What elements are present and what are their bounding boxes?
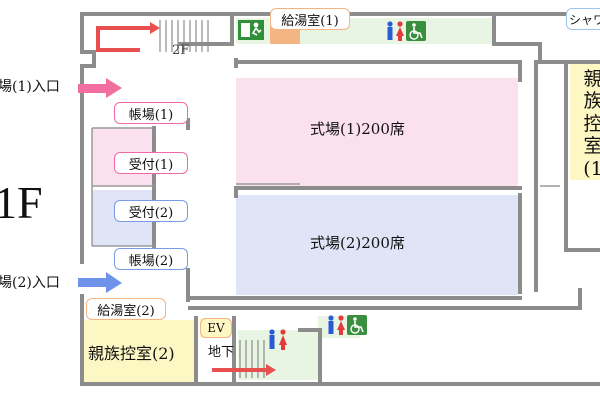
entrance1-arrow	[78, 78, 122, 98]
hall2-label: 式場(2)200席	[310, 234, 405, 252]
hall1-area	[236, 78, 518, 188]
entrance1-label: 場(1)入口	[0, 79, 60, 95]
restroom-icon	[387, 21, 404, 41]
family-room1-label: 親 族 控 室 (1	[578, 68, 600, 180]
elevator-tag: EV	[200, 318, 232, 338]
entrance2-label: 場(2)入口	[0, 275, 60, 291]
basement-label: 地下	[208, 345, 235, 360]
kitchen1-tag: 給湯室(1)	[270, 8, 350, 30]
shower-tag: シャワ	[566, 8, 600, 30]
family-room1-char: (1	[583, 157, 600, 180]
entrance2-arrow	[78, 272, 122, 293]
family-room1-area	[570, 62, 600, 180]
kitchen2-tag: 給湯室(2)	[86, 298, 166, 320]
stairs-up-arrow	[96, 26, 150, 52]
family-room2-area	[80, 320, 196, 382]
hall2-area	[236, 195, 518, 295]
stairs-2f-label: 2F	[172, 43, 190, 58]
stairs-up-arrow-head	[150, 22, 160, 34]
wheelchair-icon-2	[347, 315, 367, 335]
hall1-label: 式場(1)200席	[310, 120, 405, 138]
stairs-down-arrow-head	[266, 364, 276, 376]
register1-tag: 帳場(1)	[114, 102, 188, 124]
family-room1-char: 親	[583, 68, 600, 90]
restroom-icon-2	[328, 315, 345, 335]
corridor-bottom-area-2	[238, 330, 318, 380]
reception2-tag: 受付(2)	[114, 200, 188, 222]
family-room1-char: 控	[583, 112, 600, 135]
family-room1-char: 室	[583, 135, 600, 158]
family-room2-label: 親族控室(2)	[88, 344, 175, 363]
reception1-tag: 受付(1)	[114, 152, 188, 174]
exit-icon	[238, 20, 264, 40]
register2-tag: 帳場(2)	[114, 248, 188, 270]
restroom-icon-3	[269, 329, 287, 350]
wheelchair-icon	[406, 21, 426, 41]
family-room1-char: 族	[583, 90, 600, 113]
floor-label: 1F	[0, 177, 43, 228]
